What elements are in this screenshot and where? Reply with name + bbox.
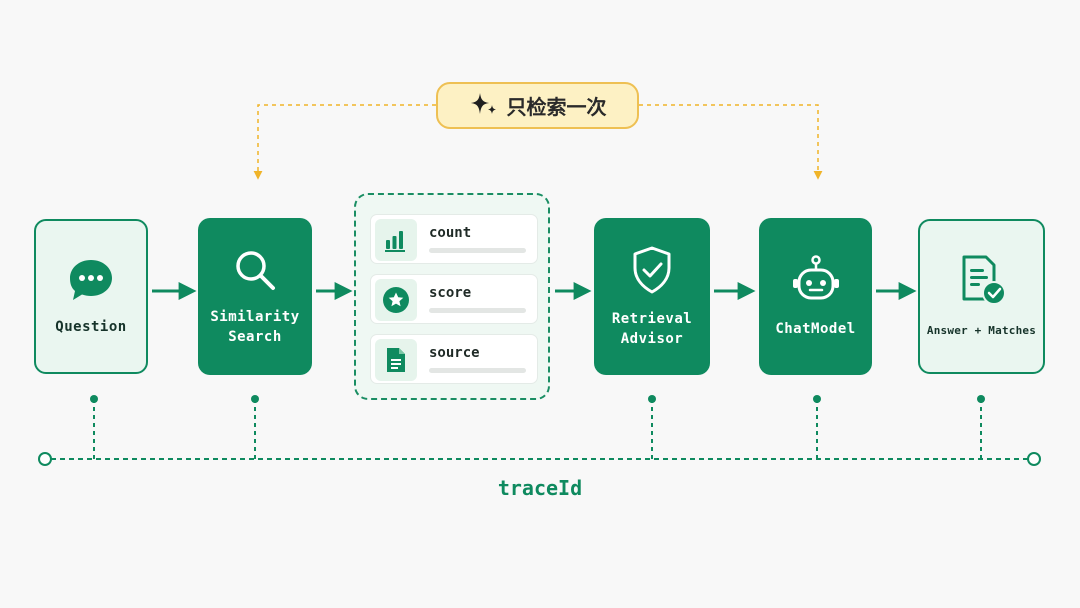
field-label: score: [429, 285, 472, 301]
field-source: source: [370, 334, 538, 384]
retrieval-advisor-node: Retrieval Advisor: [594, 218, 710, 375]
trace-start-dot: [38, 452, 52, 466]
trace-tie-dots: [90, 395, 985, 403]
field-placeholder-bar: [429, 308, 526, 313]
chat-model-label: ChatModel: [775, 320, 856, 337]
document-icon: [375, 339, 417, 381]
question-node: Question: [34, 219, 148, 374]
field-count: count: [370, 214, 538, 264]
field-placeholder-bar: [429, 248, 526, 253]
badge-text: 只检索一次: [506, 95, 607, 119]
search-icon: [232, 247, 278, 297]
field-label: count: [429, 225, 472, 241]
trace-ties: [93, 399, 982, 459]
trace-end-dot: [1027, 452, 1041, 466]
badge-link-left: [253, 104, 436, 180]
field-score: score: [370, 274, 538, 324]
bar-chart-icon: [375, 219, 417, 261]
answer-label: Answer + Matches: [926, 323, 1037, 337]
retrieval-advisor-label: Retrieval Advisor: [611, 310, 693, 347]
shield-check-icon: [630, 245, 674, 299]
answer-node: Answer + Matches: [918, 219, 1045, 374]
field-placeholder-bar: [429, 368, 526, 373]
robot-icon: [790, 254, 842, 309]
question-label: Question: [55, 318, 127, 335]
badge-link-right: [639, 104, 823, 180]
field-label: source: [429, 345, 480, 361]
chat-bubble-icon: [66, 257, 116, 307]
metadata-fields-group: count score s: [354, 193, 550, 400]
retrieve-once-badge: 只检索一次: [436, 82, 639, 129]
document-check-icon: [956, 253, 1008, 311]
sparkle-icon: [469, 91, 499, 121]
chat-model-node: ChatModel: [759, 218, 872, 375]
similarity-search-label: Similarity Search: [210, 308, 300, 345]
star-badge-icon: [375, 279, 417, 321]
trace-id-label: traceId: [497, 476, 583, 500]
similarity-search-node: Similarity Search: [198, 218, 312, 375]
